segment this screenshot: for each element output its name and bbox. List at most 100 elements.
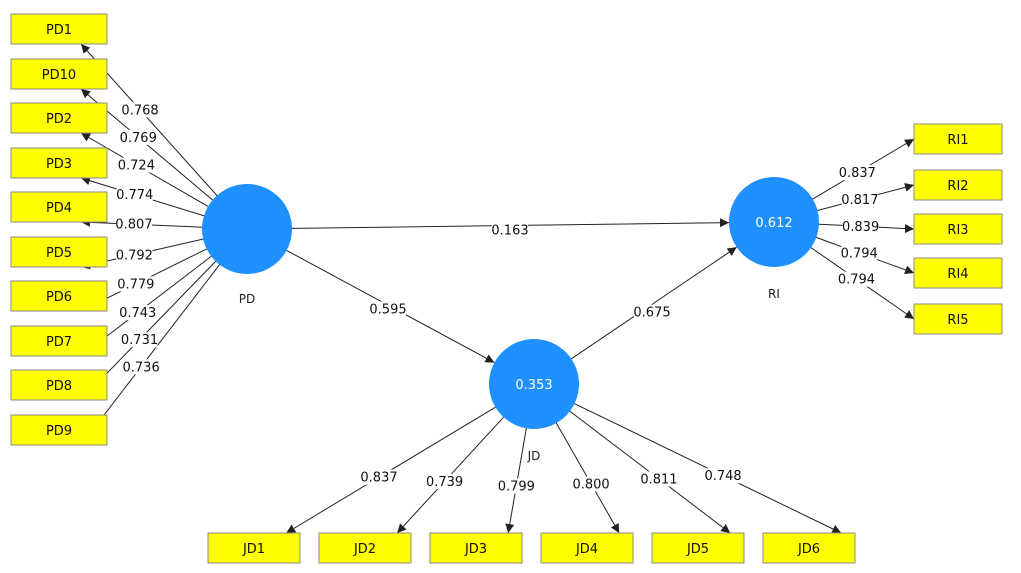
latent-name-jd: JD [527,449,541,463]
indicator-pd6[interactable]: PD6 [10,280,108,312]
indicator-box-jd1 [207,532,301,564]
loading-label-pd2-bg [118,157,155,173]
loading-label-ri1: 0.837 [839,166,876,181]
loading-label-jd3-group: 0.799 [498,478,535,495]
indicator-pd4[interactable]: PD4 [10,191,108,223]
edges-layer [80,43,915,534]
indicator-box-ri1 [913,123,1003,155]
loading-label-pd9: 0.736 [123,360,160,375]
path-coef-pd-ri-bg [492,222,528,238]
loading-label-pd1: 0.768 [121,103,158,118]
loading-label-pd5-bg [116,247,153,263]
indicator-label-jd3: JD3 [464,542,487,557]
latent-name-pd: PD [239,292,255,306]
loading-label-pd7-bg [119,305,156,321]
path-coef-jd-ri-bg [634,304,670,320]
loading-label-jd4-bg [573,476,610,492]
latent-r2-jd: 0.353 [515,378,552,393]
path-coef-pd-jd-group: 0.595 [369,301,407,318]
loading-label-jd1: 0.837 [360,471,397,486]
loading-label-pd10: 0.769 [120,131,157,146]
loading-label-pd8-bg [121,332,158,348]
loading-label-ri5: 0.794 [838,273,875,288]
loading-label-pd10-bg [120,129,157,145]
indicator-pd3[interactable]: PD3 [10,147,108,179]
indicator-jd3[interactable]: JD3 [429,532,523,564]
indicator-pd2[interactable]: PD2 [10,102,108,134]
indicator-label-ri2: RI2 [947,179,968,194]
path-coef-jd-ri: 0.675 [633,306,670,321]
indicator-label-pd2: PD2 [46,112,72,127]
loading-label-ri3: 0.839 [842,220,879,235]
indicator-label-ri4: RI4 [947,267,968,282]
path-coef-jd-ri-group: 0.675 [633,304,671,321]
loading-label-jd3-bg [498,478,535,494]
loading-label-pd4-bg [115,216,152,232]
loading-label-pd10-group: 0.769 [120,129,157,146]
indicator-label-jd5: JD5 [686,542,709,557]
indicator-jd5[interactable]: JD5 [651,532,745,564]
indicator-box-pd8 [10,369,108,401]
loading-label-pd5-group: 0.792 [116,247,153,263]
indicator-jd4[interactable]: JD4 [540,532,634,564]
loading-label-pd8-group: 0.731 [121,332,158,348]
loading-label-pd3: 0.774 [116,188,153,203]
indicator-pd8[interactable]: PD8 [10,369,108,401]
loading-label-ri2-group: 0.817 [841,191,878,208]
indicator-label-pd1: PD1 [46,23,72,38]
indicator-label-pd5: PD5 [46,246,72,261]
indicator-jd6[interactable]: JD6 [762,532,856,564]
indicator-ri3[interactable]: RI3 [913,213,1003,245]
loading-label-jd2-group: 0.739 [426,473,463,490]
indicator-label-pd3: PD3 [46,157,72,172]
indicator-label-jd1: JD1 [242,542,265,557]
loading-label-jd3: 0.799 [498,480,535,495]
indicator-pd7[interactable]: PD7 [10,325,108,357]
indicator-box-pd1 [10,13,108,45]
indicator-ri1[interactable]: RI1 [913,123,1003,155]
indicator-box-jd5 [651,532,745,564]
indicator-pd5[interactable]: PD5 [10,236,108,268]
indicator-pd10[interactable]: PD10 [10,58,108,90]
loading-label-pd3-bg [116,186,153,202]
indicator-label-jd2: JD2 [353,542,376,557]
latent-pd[interactable]: PD [202,184,292,306]
loading-label-pd9-bg [123,359,160,375]
latent-circle-jd [489,339,579,429]
latent-circle-ri [729,177,819,267]
loading-label-ri2-bg [841,191,878,207]
loading-label-jd1-bg [361,469,398,485]
indicator-pd9[interactable]: PD9 [10,414,108,446]
latent-name-ri: RI [768,287,780,301]
indicator-box-jd6 [762,532,856,564]
indicator-jd2[interactable]: JD2 [318,532,412,564]
indicator-box-jd2 [318,532,412,564]
indicator-label-pd4: PD4 [46,201,72,216]
indicator-box-jd4 [540,532,634,564]
loading-label-pd4-group: 0.807 [115,216,153,233]
loading-edge-jd1 [285,405,498,534]
weight-labels-layer: 0.7680.7690.7240.7740.8070.7920.7790.743… [115,102,879,495]
loading-label-jd1-group: 0.837 [360,469,398,486]
indicator-label-pd6: PD6 [46,290,72,305]
loading-label-ri1-group: 0.837 [839,165,876,181]
indicator-box-pd3 [10,147,108,179]
indicator-jd1[interactable]: JD1 [207,532,301,564]
indicator-pd1[interactable]: PD1 [10,13,108,45]
indicator-label-jd4: JD4 [575,542,598,557]
loading-label-pd9-group: 0.736 [123,359,160,375]
indicator-label-pd9: PD9 [46,424,72,439]
indicator-ri5[interactable]: RI5 [913,303,1003,335]
indicator-label-pd8: PD8 [46,379,72,394]
indicator-label-jd6: JD6 [797,542,820,557]
indicator-label-ri5: RI5 [947,313,968,328]
loading-label-ri4-group: 0.794 [841,245,878,262]
loading-label-pd8: 0.731 [121,333,158,348]
loading-edge-jd6 [572,402,842,534]
indicator-ri2[interactable]: RI2 [913,169,1003,201]
loading-label-jd5-group: 0.811 [640,471,678,487]
indicator-ri4[interactable]: RI4 [913,257,1003,289]
